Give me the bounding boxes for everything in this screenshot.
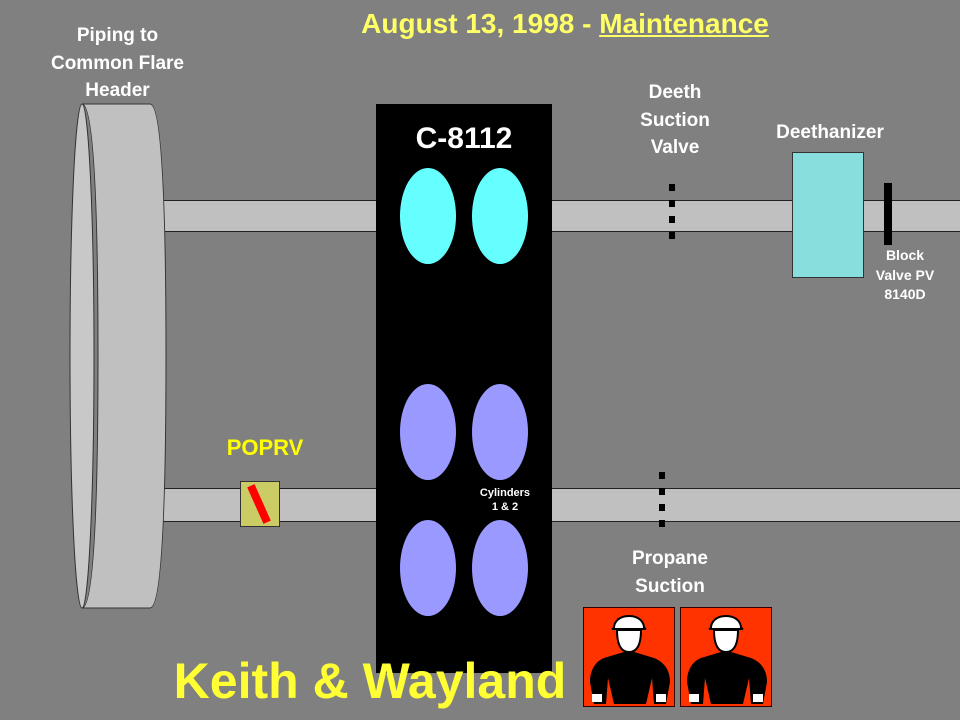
maintenance-link[interactable]: Maintenance bbox=[599, 8, 769, 39]
upper-cylinder-left bbox=[400, 168, 456, 264]
deethanizer-vessel bbox=[792, 152, 864, 278]
names-caption: Keith & Wayland bbox=[173, 653, 567, 709]
deeth-suction-valve-label-line: Deeth bbox=[648, 82, 702, 103]
lower-cylinder-right bbox=[472, 520, 528, 616]
deeth-suction-valve-label-line: Suction bbox=[640, 109, 710, 131]
propane-suction-label-line: Suction bbox=[635, 575, 705, 597]
deeth-valve-mark bbox=[669, 216, 675, 223]
block-valve-label-line: 8140D bbox=[884, 286, 926, 303]
deeth-valve-mark bbox=[669, 232, 675, 239]
cylinders-label-line: Cylinders bbox=[479, 487, 531, 499]
page-title: August 13, 1998 - Maintenance bbox=[0, 8, 960, 40]
deeth-suction-valve-label: Deeth Suction Valve bbox=[615, 79, 735, 162]
flare-header-label-line: Common Flare bbox=[50, 52, 185, 74]
flare-header-label-line: Header bbox=[85, 80, 150, 102]
flare-header-label: Piping to Common Flare Header bbox=[20, 22, 215, 105]
propane-suction-label: Propane Suction bbox=[600, 545, 740, 600]
block-valve-label-line: Block bbox=[885, 247, 925, 263]
propane-valve-mark bbox=[659, 520, 665, 527]
deethanizer-label: Deethanizer bbox=[776, 122, 884, 143]
construction-worker-icon bbox=[583, 607, 675, 707]
cylinders-label: Cylinders 1 & 2 bbox=[470, 486, 540, 515]
title-date: August 13, 1998 - bbox=[361, 8, 600, 39]
propane-valve-mark bbox=[659, 488, 665, 495]
compressor-label: C-8112 bbox=[415, 122, 513, 155]
deeth-valve-mark bbox=[669, 184, 675, 191]
upper-cylinder-right bbox=[472, 168, 528, 264]
deeth-valve-mark bbox=[669, 200, 675, 207]
lower-cylinder-left bbox=[400, 520, 456, 616]
lower-pipe bbox=[150, 488, 960, 522]
block-valve-label-line: Valve PV bbox=[875, 266, 935, 283]
poprv-label: POPRV bbox=[226, 435, 304, 460]
propane-valve-mark bbox=[659, 504, 665, 511]
middle-cylinder-left bbox=[400, 384, 456, 480]
deeth-suction-valve-label-line: Valve bbox=[650, 137, 700, 159]
middle-cylinder-right bbox=[472, 384, 528, 480]
flare-header-label-line: Piping to bbox=[76, 25, 159, 46]
block-valve-label: Block Valve PV 8140D bbox=[860, 246, 950, 305]
flare-header-pipe bbox=[69, 103, 167, 609]
propane-valve-mark bbox=[659, 472, 665, 479]
block-valve-marker bbox=[884, 183, 892, 245]
construction-worker-icon bbox=[680, 607, 772, 707]
cylinders-label-line: 1 & 2 bbox=[491, 501, 519, 514]
propane-suction-label-line: Propane bbox=[631, 548, 709, 569]
